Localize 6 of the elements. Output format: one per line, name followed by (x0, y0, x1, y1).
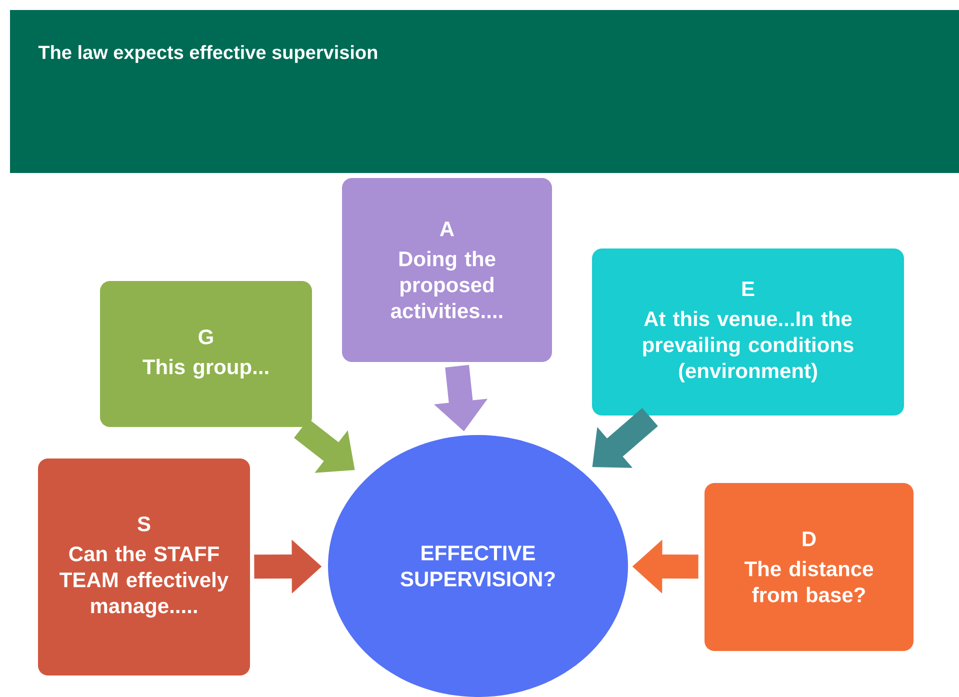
letter-box: G This group... (100, 281, 312, 427)
letter-box: E At this venue...In the prevailing conditions (environment) (592, 248, 904, 416)
title-banner: The law expects effective supervision (10, 10, 959, 173)
letter-box: A Doing the proposed activities.... (342, 178, 552, 362)
letter-box: S Can the STAFF TEAM effectively manage..... (38, 458, 250, 676)
letter-box: D The distance from base? (704, 483, 914, 651)
